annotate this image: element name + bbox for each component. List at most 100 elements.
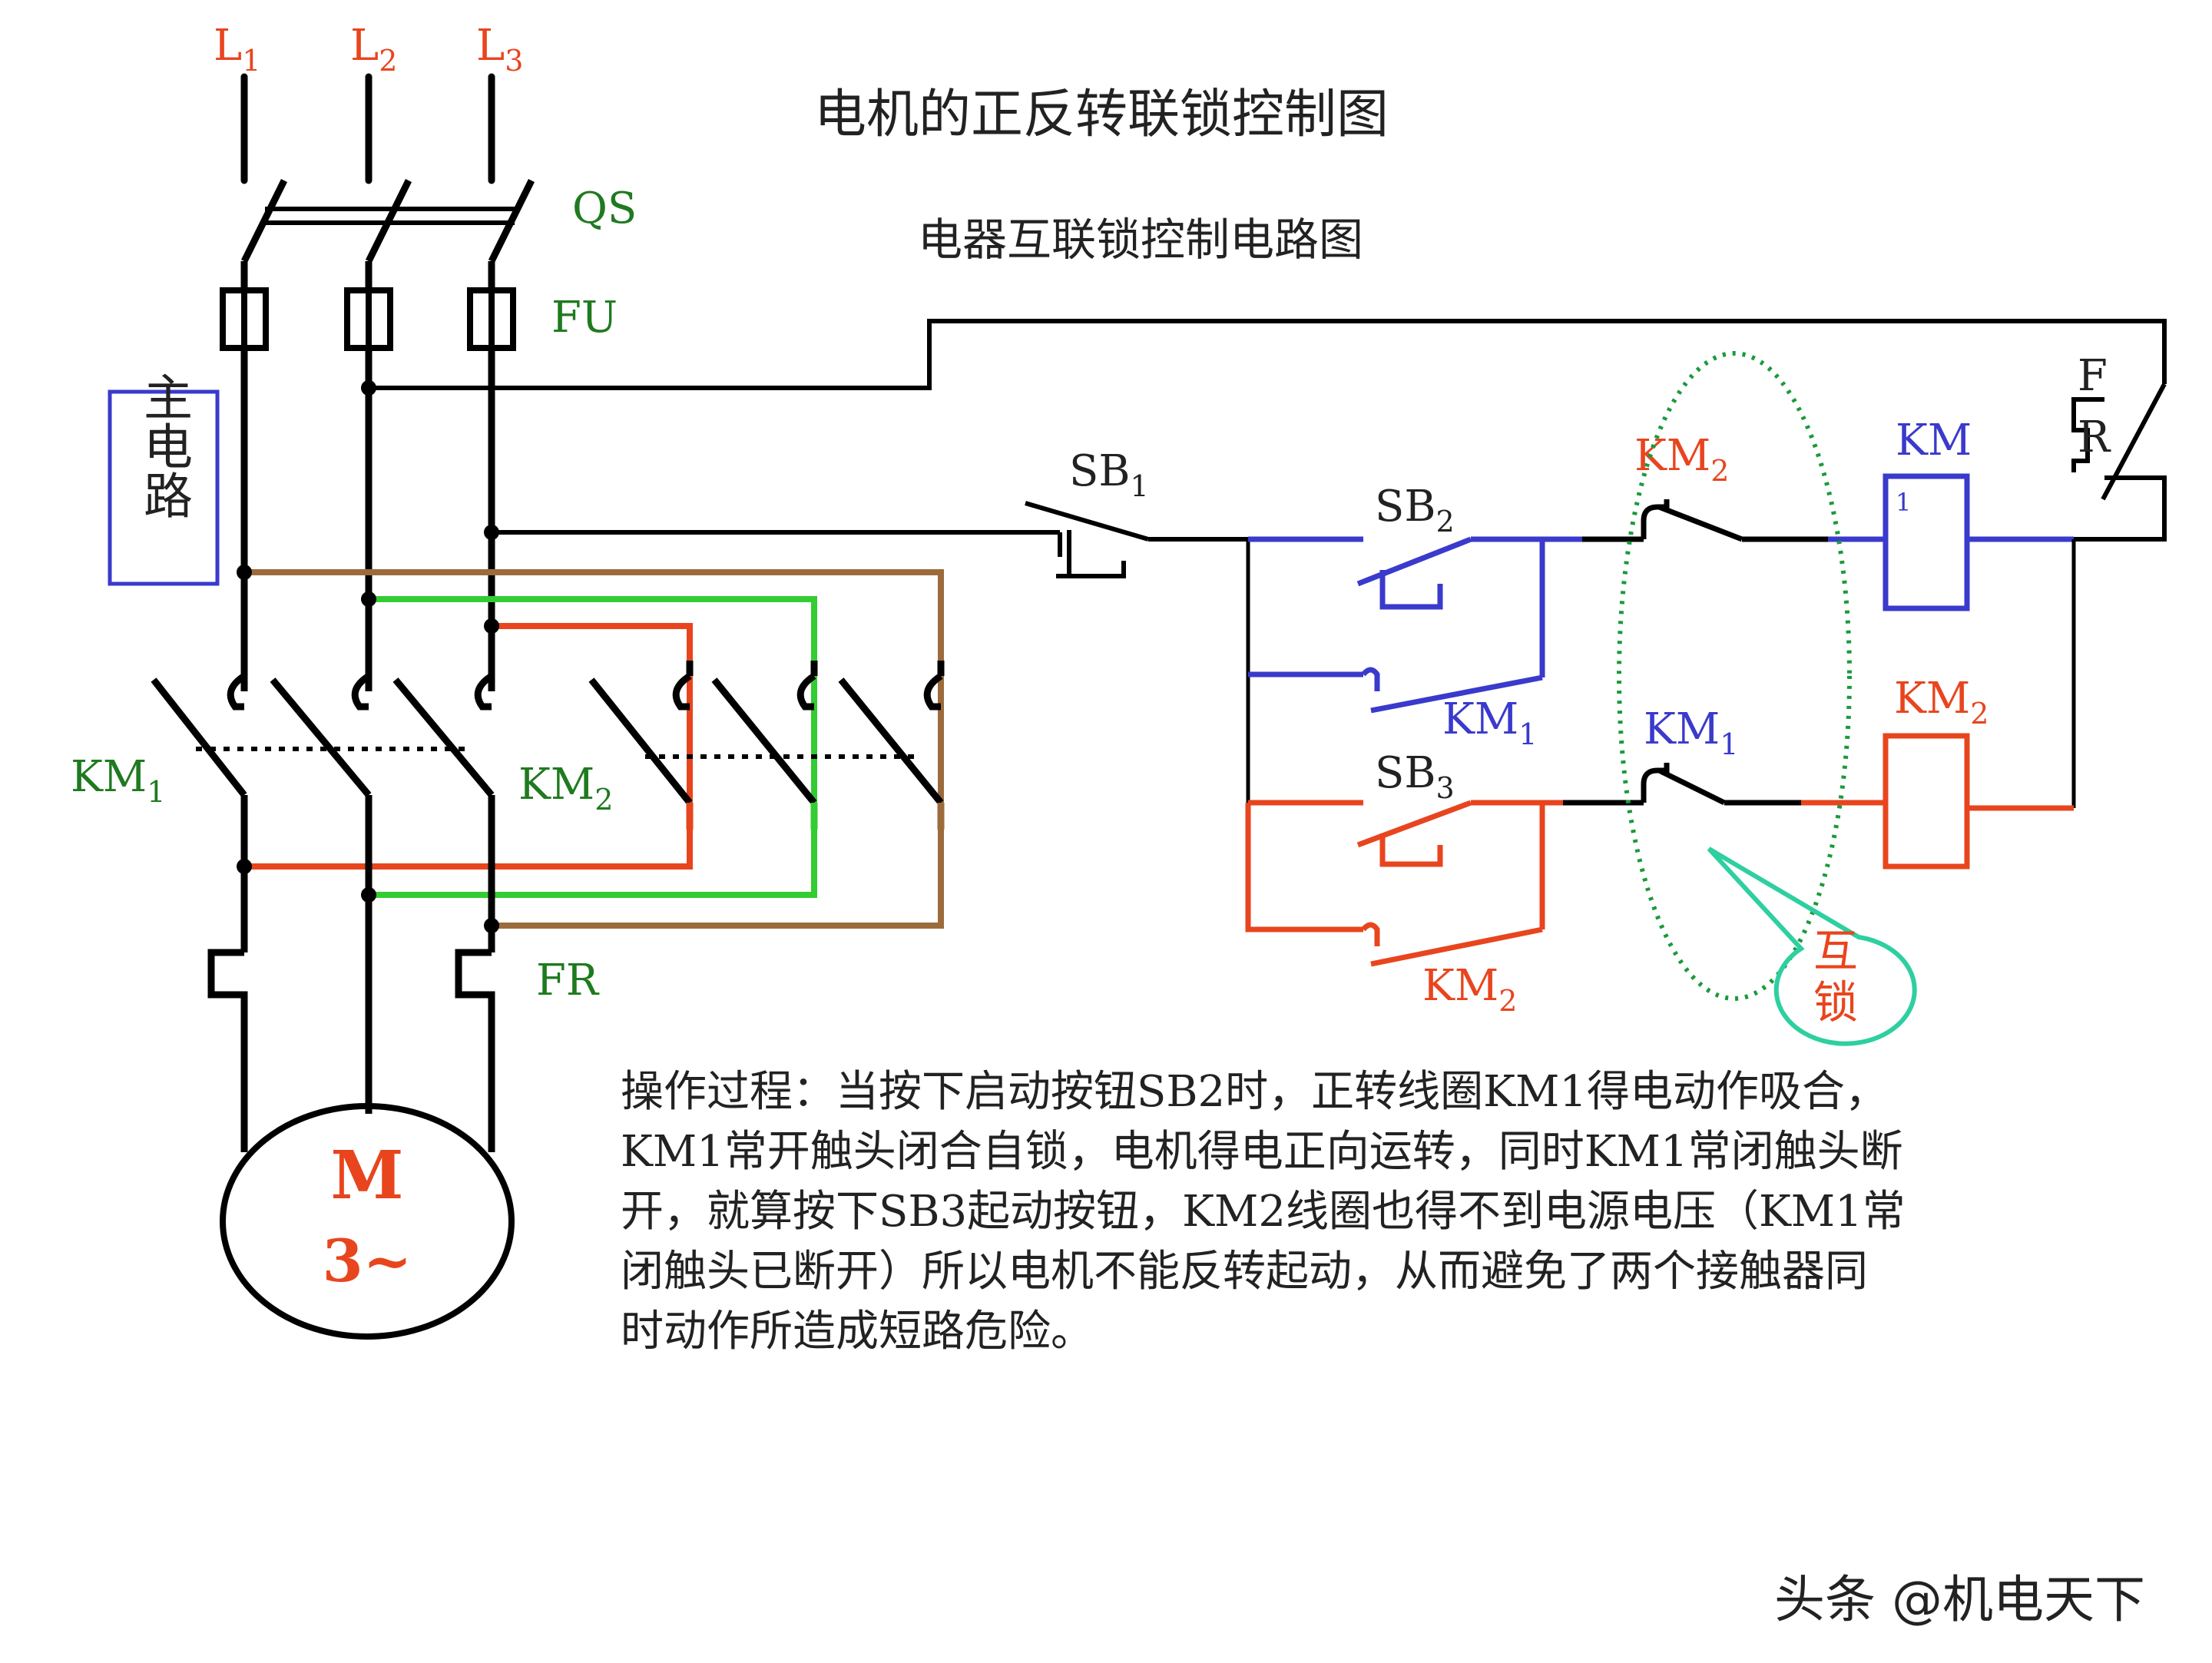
junction-dot: [361, 591, 376, 607]
fuses: [220, 287, 516, 351]
fu-label: FU: [551, 293, 618, 343]
km1-coil-label: KM: [1896, 416, 1972, 465]
motor-label: M: [330, 1137, 403, 1214]
reverse-branch: [1245, 733, 2074, 967]
km2-coil: [1883, 733, 1970, 870]
km1-main-label: KM1: [71, 752, 165, 809]
junction-dot: [361, 380, 376, 396]
main-circuit-box: [108, 389, 220, 586]
description-line-2: KM1常开触头闭合自锁，电机得电正向运转，同时KM1常闭触头断: [621, 1127, 1903, 1177]
contact-linkages: [196, 747, 918, 759]
fr-element-1: [207, 949, 248, 1045]
km1-interlock-label: KM1: [1644, 704, 1738, 761]
km1-interlock-contact: [1563, 763, 1801, 806]
interlock-ring: [1617, 351, 1852, 1001]
km2-aux-label: KM2: [1422, 961, 1517, 1018]
junction-dot: [484, 618, 499, 634]
sb3-label: SB3: [1375, 748, 1455, 805]
rv-self-hold-left: [1245, 803, 1363, 933]
fr-nc-element: [2071, 397, 2104, 472]
cross-wires: [244, 569, 944, 929]
km1-blade-1: [151, 677, 247, 797]
km2-main-contacts: [588, 661, 945, 830]
km1-aux-arc: [1361, 667, 1380, 691]
km2-blade-3: [838, 677, 944, 805]
km2-blade-1: [588, 677, 693, 805]
fr-label: FR: [536, 956, 600, 1005]
km2-contact-arc-1: [672, 673, 692, 711]
fr-control-contact: [2071, 383, 2167, 542]
km1-main-contacts: [151, 673, 495, 1114]
km1-coil-index: 1: [1896, 488, 1911, 517]
km1-contact-arc-3: [474, 673, 494, 711]
main-verticals: [240, 349, 495, 691]
junction-dot: [484, 525, 499, 540]
km2-aux-blade: [1370, 926, 1543, 967]
km2-main-label: KM2: [518, 760, 613, 817]
interlock-callout: [1707, 846, 1917, 1046]
main-circuit-wiring: [240, 73, 495, 184]
km2-coil-label: KM2: [1894, 674, 1988, 730]
km2-aux-arc: [1361, 922, 1380, 946]
km1-nc-blade: [1657, 767, 1726, 806]
forward-branch: [1248, 473, 2074, 714]
phase-label-l1: L1: [214, 21, 260, 78]
description-line-1: 操作过程：当按下启动按钮SB2时，正转线圈KM1得电动作吸合，: [621, 1067, 1888, 1117]
phase-labels: L1 L2 L3: [214, 21, 523, 78]
fr-nc-blade: [2101, 383, 2167, 501]
operation-description: 操作过程：当按下启动按钮SB2时，正转线圈KM1得电动作吸合， KM1常开触头闭…: [621, 1067, 1906, 1357]
km1-blade-2: [270, 677, 372, 797]
description-line-4: 闭触头已断开）所以电机不能反转起动，从而避免了两个接触器同: [621, 1247, 1868, 1297]
km1-contact-arc-1: [227, 673, 247, 711]
km1-coil: [1883, 473, 1970, 611]
fr-control-label-bottom: R: [2078, 412, 2111, 462]
fr-thermal-relay: [207, 949, 495, 1152]
sb1-blade: [1025, 501, 1149, 542]
km2-nc-hook: [1641, 499, 1670, 539]
description-line-5: 时动作所造成短路危险。: [621, 1307, 1094, 1357]
control-wire-top: [369, 319, 2167, 390]
red-wire: [244, 623, 693, 870]
km2-contact-arc-2: [796, 673, 816, 711]
fr-element-3: [455, 949, 495, 1045]
qs-switch: [240, 179, 535, 288]
sb1-stop-button: [1025, 501, 1248, 578]
motor-symbol: [220, 1103, 515, 1340]
km2-nc-blade: [1657, 504, 1743, 542]
fr-control-label-top: F: [2078, 351, 2108, 401]
sb1-label: SB1: [1069, 446, 1149, 503]
sb2-blade: [1356, 536, 1472, 587]
diagram-title: 电机的正反转联锁控制图: [814, 84, 1389, 145]
junction-dots-control: [361, 380, 499, 540]
km1-contact-arc-2: [351, 673, 371, 711]
interlock-callout-bottom: 锁: [1813, 976, 1858, 1029]
km2-blade-2: [711, 677, 817, 805]
km1-aux-label: KM1: [1442, 694, 1537, 751]
sb3-actuator: [1379, 833, 1443, 867]
diagram-subtitle: 电器互联锁控制电路图: [918, 214, 1363, 266]
km2-interlock-contact: [1582, 499, 1828, 542]
watermark: 头条 @机电天下: [1774, 1570, 2145, 1629]
phase-label-l2: L2: [350, 21, 397, 78]
control-supply-wires: [369, 319, 2167, 535]
green-wire: [369, 596, 817, 898]
description-line-3: 开，就算按下SB3起动按钮，KM2线圈也得不到电源电压（KM1常: [621, 1187, 1906, 1237]
km1-blade-3: [392, 677, 495, 797]
brown-wire: [244, 569, 944, 929]
qs-label: QS: [572, 184, 637, 234]
sb3-blade: [1356, 800, 1472, 848]
km1-aux-blade: [1370, 674, 1543, 714]
motor-phase-label: 3~: [323, 1227, 412, 1295]
main-circuit-label: 主电路: [135, 372, 192, 519]
km2-contact-arc-3: [923, 673, 943, 711]
sb1-actuator: [1067, 530, 1126, 578]
fr-nc-return: [2074, 475, 2167, 542]
qs-blade-1: [240, 179, 288, 263]
junction-dot: [237, 565, 252, 580]
phase-label-l3: L3: [476, 21, 523, 78]
main-contacts: [151, 661, 945, 1114]
sb2-actuator: [1379, 570, 1443, 610]
km2-interlock-label: KM2: [1634, 431, 1729, 488]
